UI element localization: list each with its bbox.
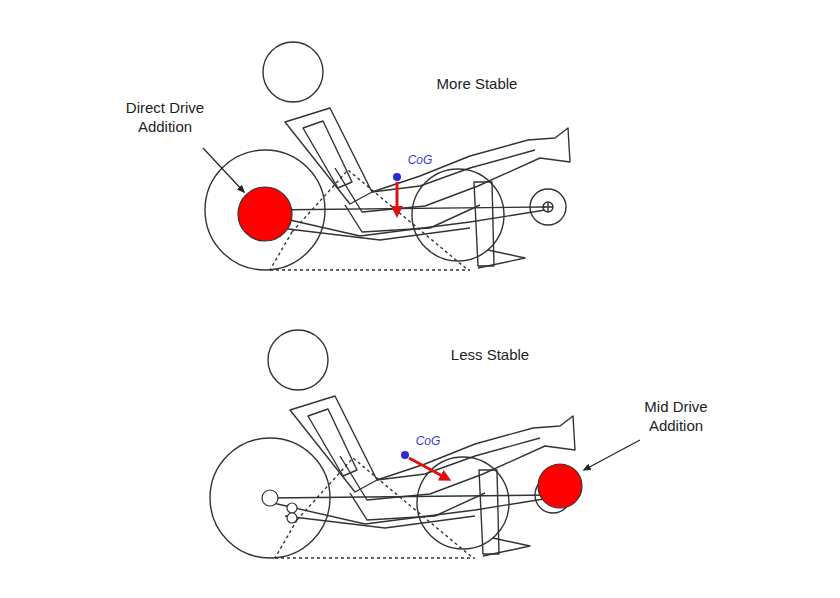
trike-bottom (210, 330, 575, 558)
callout-label: Mid Drive Addition (621, 397, 731, 435)
cog-arrow (409, 458, 446, 478)
stability-heading: Less Stable (420, 345, 560, 364)
direct-drive-motor (238, 187, 292, 241)
cog-dot (393, 173, 401, 181)
mid-drive-motor (538, 464, 582, 508)
callout-label: Direct Drive Addition (110, 98, 220, 136)
leader-line (203, 148, 244, 192)
cog-dot (401, 451, 409, 459)
trike-top (205, 42, 570, 270)
stability-heading: More Stable (407, 74, 547, 93)
cog-label: CoG (400, 153, 440, 167)
leader-line (584, 440, 640, 470)
cog-arrow (396, 182, 399, 212)
cog-label: CoG (408, 434, 448, 448)
